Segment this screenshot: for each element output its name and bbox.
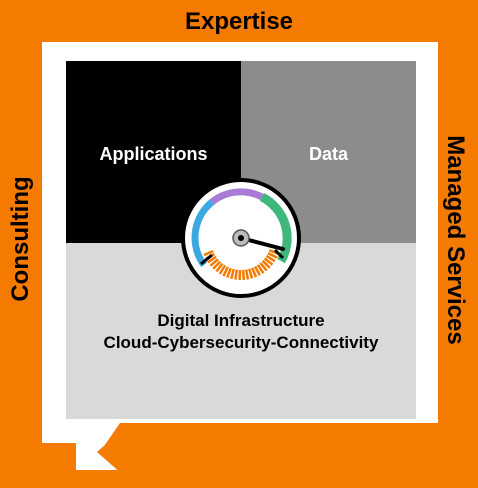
gauge-tick <box>267 252 278 259</box>
gauge-tick <box>261 259 271 269</box>
applications-label: Applications <box>99 144 208 164</box>
gauge-tick <box>218 264 227 275</box>
arrow-head <box>97 423 130 481</box>
gauge-tick <box>265 254 276 263</box>
managed-services-label: Managed Services <box>442 135 469 345</box>
gauge-tick <box>251 267 258 278</box>
data-label: Data <box>308 144 348 164</box>
infrastructure-label: Digital Infrastructure Cloud-Cybersecuri… <box>66 310 416 354</box>
infrastructure-subtitle: Cloud-Cybersecurity-Connectivity <box>103 333 379 352</box>
gauge-tick <box>234 269 239 280</box>
gauge-tick <box>256 264 265 274</box>
infrastructure-title: Digital Infrastructure <box>157 311 325 330</box>
gauge-tick <box>259 262 268 272</box>
gauge-tick <box>203 250 214 257</box>
gauge-tick <box>263 257 274 266</box>
gauge-tick <box>244 269 250 280</box>
gauge-tick <box>222 266 229 277</box>
gauge-tick <box>209 258 219 267</box>
gauge-tick <box>226 267 232 279</box>
gauge-arc-purple <box>209 188 264 205</box>
gauge-tick <box>212 260 222 270</box>
gauge-tick <box>230 268 235 280</box>
gauge-tick <box>215 262 224 273</box>
gauge-tick <box>248 268 254 279</box>
gauge-arc-green <box>259 192 292 264</box>
consulting-label: Consulting <box>7 176 34 302</box>
expertise-label: Expertise <box>184 8 294 35</box>
gauge-tick <box>241 269 246 280</box>
gauge-tick <box>253 265 261 276</box>
gauge-arc-blue <box>191 199 215 268</box>
gauge-tick <box>207 255 217 264</box>
gauge-icon <box>181 178 301 298</box>
